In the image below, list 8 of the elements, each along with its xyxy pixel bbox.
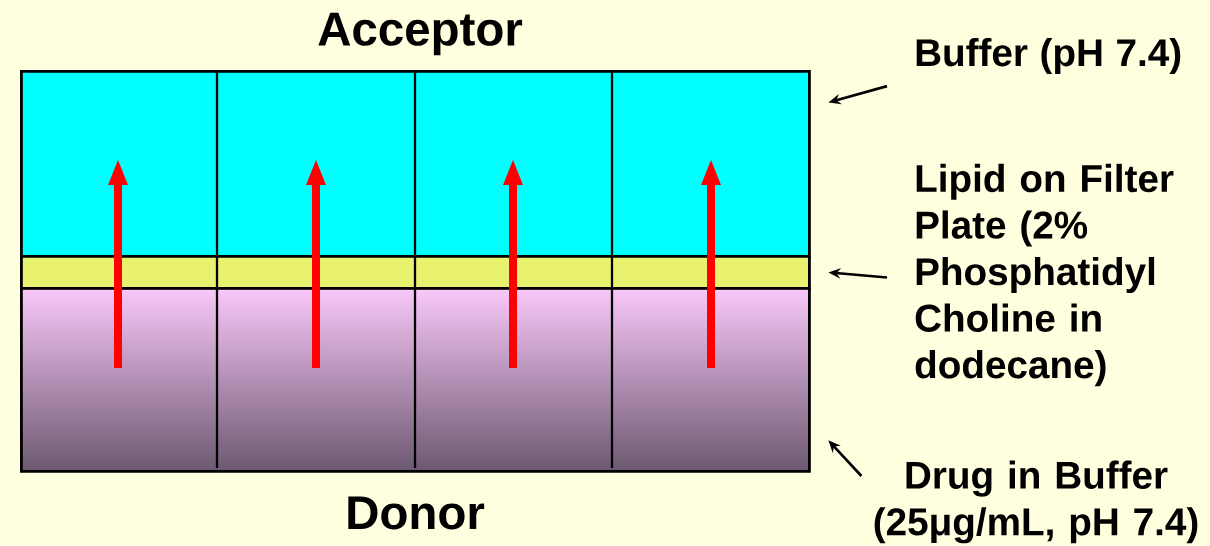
acceptor-layer [20,70,811,258]
heading-label: Acceptor [318,12,523,56]
label-text: Drug in Buffer (25μg/mL, pH 7.4) [874,460,1198,544]
donor-layer [20,287,811,473]
label-text: Lipid on Filter Plate (2% Phosphatidyl Choline in dodecane) [915,163,1174,387]
label-text: Buffer (pH 7.4) [916,37,1181,74]
lipid-layer [20,255,811,290]
heading-label: Donor [348,496,485,530]
